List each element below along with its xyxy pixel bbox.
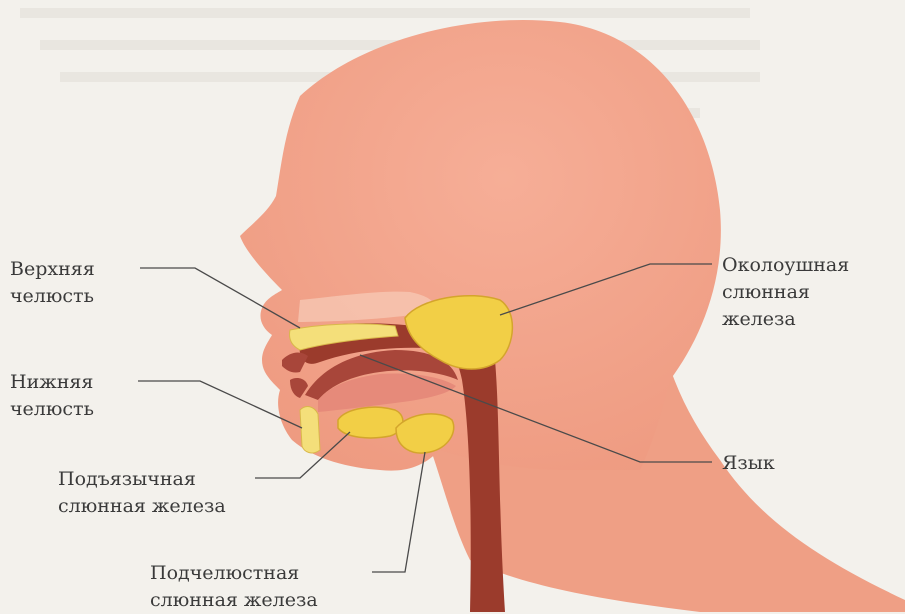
- leader-lower-jaw: [138, 381, 302, 428]
- lower-jaw-bone: [300, 407, 320, 453]
- label-lower-jaw-line1: Нижняя: [10, 369, 94, 396]
- label-submandibular-line1: Подчелюстная: [150, 560, 318, 587]
- label-sublingual-gland: Подъязычная слюнная железа: [58, 466, 226, 520]
- label-parotid-gland: Околоушная слюнная железа: [722, 252, 849, 333]
- label-tongue-text: Язык: [722, 452, 775, 474]
- label-sublingual-line1: Подъязычная: [58, 466, 226, 493]
- label-upper-jaw-line2: челюсть: [10, 283, 95, 310]
- label-submandibular-gland: Подчелюстная слюнная железа: [150, 560, 318, 614]
- label-parotid-line2: слюнная: [722, 279, 849, 306]
- label-upper-jaw-line1: Верхняя: [10, 256, 95, 283]
- label-parotid-line3: железа: [722, 306, 849, 333]
- label-parotid-line1: Околоушная: [722, 252, 849, 279]
- label-submandibular-line2: слюнная железа: [150, 587, 318, 614]
- label-tongue: Язык: [722, 450, 775, 477]
- label-sublingual-line2: слюнная железа: [58, 493, 226, 520]
- label-upper-jaw: Верхняя челюсть: [10, 256, 95, 310]
- label-lower-jaw: Нижняя челюсть: [10, 369, 94, 423]
- label-lower-jaw-line2: челюсть: [10, 396, 94, 423]
